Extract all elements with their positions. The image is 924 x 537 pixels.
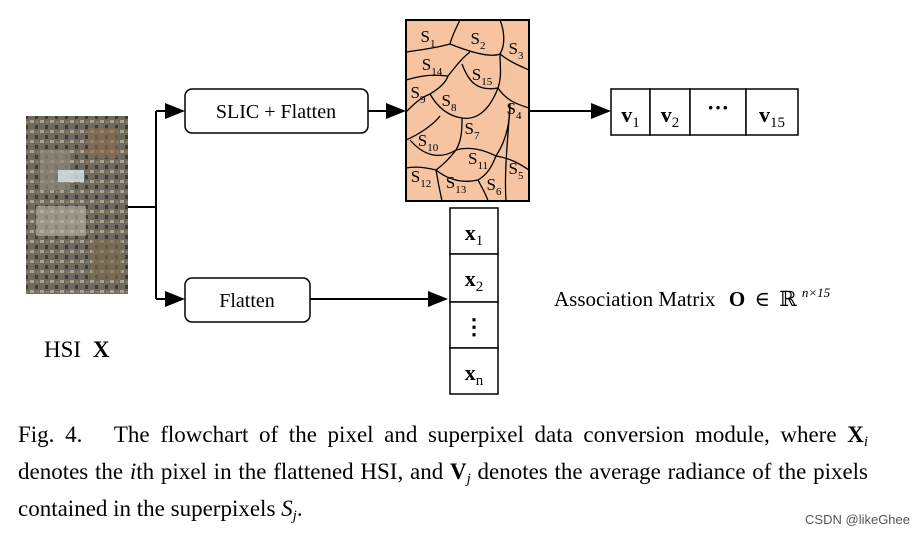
- superpixel-label: S2: [471, 29, 486, 52]
- x-vector-label: x1: [465, 220, 484, 249]
- caption-s-subscript: j: [292, 508, 297, 524]
- svg-text:Association Matrix O: Association Matrix O ∈ ℝ n×15: [554, 285, 831, 311]
- pixel-vector: x1 x2 ⋮ xn: [449, 207, 499, 395]
- caption-x-symbol: X: [847, 422, 864, 447]
- caption-v-subscript: j: [466, 471, 471, 487]
- slic-flatten-label: SLIC + Flatten: [216, 101, 336, 123]
- x-vector-label: ⋮: [463, 314, 485, 339]
- association-symbol: O: [729, 287, 745, 311]
- association-matrix-label: Association Matrix O ∈ ℝ n×15: [554, 285, 831, 311]
- watermark: CSDN @likeGhee: [805, 512, 910, 527]
- superpixel-label: S13: [446, 173, 467, 196]
- superpixel-label: S14: [422, 55, 443, 78]
- superpixel-label: S6: [487, 175, 502, 198]
- member-symbol: ∈: [754, 287, 770, 311]
- hsi-image: [26, 116, 128, 294]
- x-vector-cell: [449, 207, 499, 255]
- caption-prefix: Fig. 4.: [18, 422, 83, 447]
- matrix-exponent: n×15: [802, 285, 831, 300]
- caption-ith: i: [129, 459, 137, 484]
- caption-part2: denotes the: [18, 459, 124, 484]
- flatten-box: Flatten: [184, 277, 311, 323]
- flatten-label: Flatten: [219, 290, 275, 312]
- caption-part1: The flowchart of the pixel and superpixe…: [113, 422, 837, 447]
- superpixel-label: S3: [509, 39, 524, 62]
- superpixel-label: S10: [418, 131, 439, 154]
- superpixel-label: S11: [468, 149, 488, 172]
- v-vector-label: ···: [707, 95, 729, 120]
- superpixel-label: S5: [509, 159, 524, 182]
- superpixel-label: S8: [442, 91, 457, 114]
- caption-end: .: [296, 496, 303, 521]
- v-vector-label: v15: [759, 102, 785, 131]
- v-vector-label: v2: [661, 102, 680, 131]
- caption-part4: denotes the average radiance of the pixe…: [18, 459, 869, 521]
- caption-x-subscript: i: [863, 434, 869, 450]
- hsi-label: HSI X: [44, 337, 110, 362]
- slic-flatten-box: SLIC + Flatten: [184, 88, 369, 134]
- superpixel-label: S7: [465, 119, 480, 142]
- v-vector-label: v1: [621, 102, 640, 131]
- connector-lines: [128, 103, 611, 307]
- x-vector-cell: [449, 347, 499, 395]
- superpixel-label: S15: [472, 65, 493, 88]
- v-vector-cell: [649, 88, 691, 136]
- x-vector-label: xn: [465, 360, 484, 389]
- hsi-text: HSI: [44, 337, 81, 362]
- v-vector-cell: [745, 88, 799, 136]
- superpixel-label: S9: [411, 83, 426, 106]
- caption-s-symbol: S: [281, 496, 293, 521]
- figure-caption: Fig. 4. The flowchart of the pixel and s…: [18, 420, 868, 531]
- svg-text:HSI X: HSI X: [44, 337, 110, 362]
- superpixel-label: S1: [421, 27, 436, 50]
- hsi-symbol: X: [93, 337, 110, 362]
- superpixel-vector: v1 v2 ··· v15: [610, 88, 799, 136]
- caption-part3: th pixel in the flattened HSI, and: [136, 459, 444, 484]
- association-text: Association Matrix: [554, 287, 716, 311]
- superpixel-label: S12: [411, 167, 431, 190]
- caption-v-symbol: V: [449, 459, 467, 484]
- x-vector-label: x2: [465, 266, 484, 295]
- v-vector-cell: [610, 88, 651, 136]
- real-space-symbol: ℝ: [779, 287, 797, 311]
- superpixel-label: S4: [507, 99, 522, 122]
